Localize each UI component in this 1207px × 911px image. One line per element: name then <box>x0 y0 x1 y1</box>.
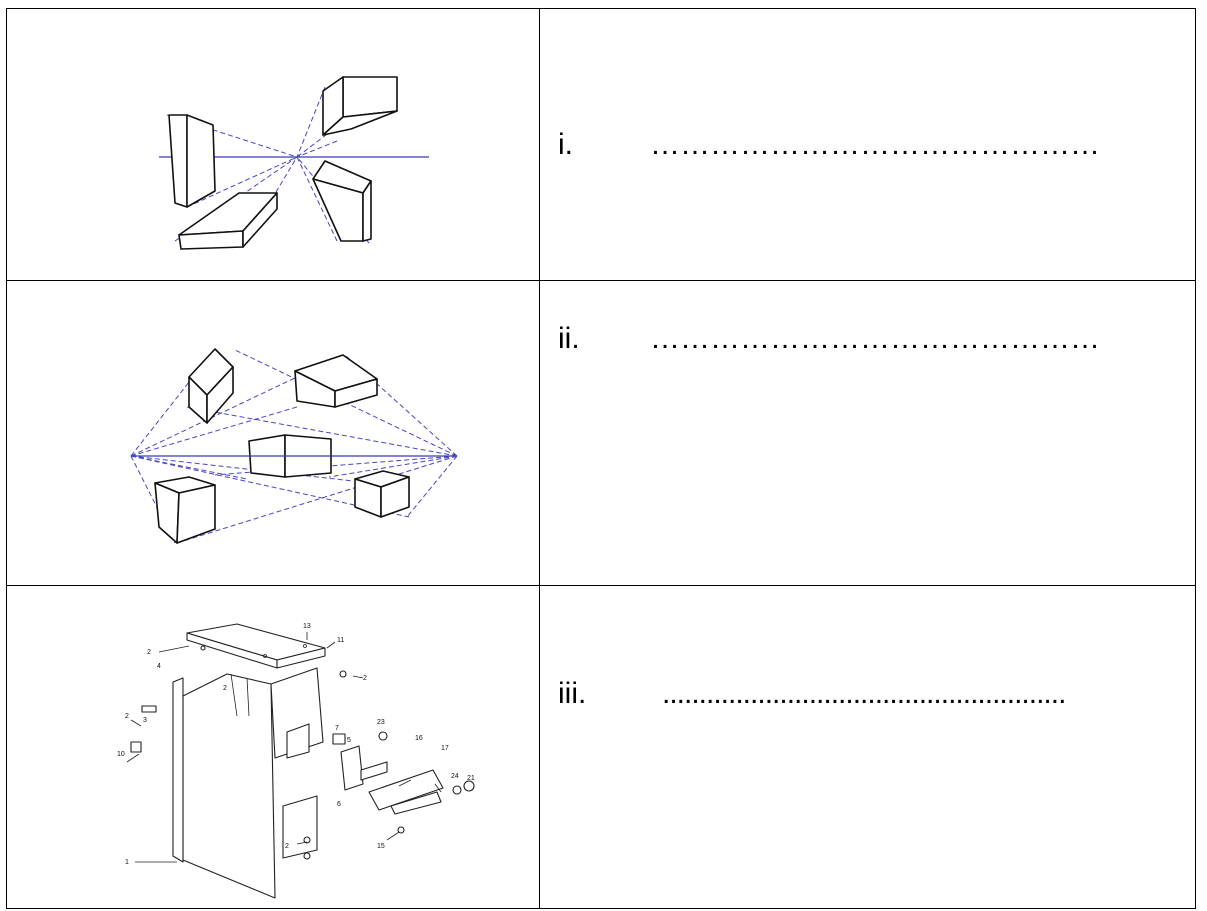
callout-2c: 2 <box>363 675 367 682</box>
bottom-right-box <box>312 160 372 242</box>
callout-21: 21 <box>467 775 475 782</box>
answer-blank[interactable]: ........................................… <box>662 677 1066 710</box>
table-row: ii. ……………………………………… <box>6 280 1196 586</box>
answer-blank[interactable]: ……………………………………… <box>650 322 1100 355</box>
two-point-perspective-figure <box>6 280 540 586</box>
callout-labels: 2 13 11 4 2 2 2 3 7 5 23 16 17 10 6 24 2 <box>117 623 475 866</box>
callout-6: 6 <box>337 801 341 808</box>
answer-cell: iii. ...................................… <box>539 585 1196 909</box>
callout-17: 17 <box>441 745 449 752</box>
exploded-view-figure: 2 13 11 4 2 2 2 3 7 5 23 16 17 10 6 24 2 <box>6 585 540 909</box>
lid-panel <box>186 623 326 669</box>
table-row: 2 13 11 4 2 2 2 3 7 5 23 16 17 10 6 24 2 <box>6 585 1196 909</box>
two-point-perspective-drawing <box>130 348 458 544</box>
answer-blank[interactable]: ……………………………………… <box>650 128 1100 161</box>
bottom-box <box>178 192 278 250</box>
callout-3: 3 <box>143 717 147 724</box>
bottom-right-box <box>354 470 410 518</box>
answer-row: iii. ...................................… <box>540 676 1195 716</box>
leader-lines <box>130 632 442 863</box>
callout-2d: 2 <box>125 713 129 720</box>
exploded-view-drawing: 2 13 11 4 2 2 2 3 7 5 23 16 17 10 6 24 2 <box>117 623 475 899</box>
callout-2e: 2 <box>285 843 289 850</box>
bottom-left-box <box>154 476 216 544</box>
callout-2b: 2 <box>223 685 227 692</box>
callout-11: 11 <box>337 637 344 644</box>
small-parts <box>126 645 475 860</box>
cabinet-body <box>172 667 324 899</box>
table-row: i. ……………………………………… <box>6 8 1196 281</box>
center-box <box>248 434 332 478</box>
callout-5: 5 <box>347 737 351 744</box>
top-left-box <box>188 348 234 424</box>
callout-1: 1 <box>125 859 129 866</box>
one-point-perspective-figure <box>6 8 540 281</box>
left-box <box>168 114 216 208</box>
callout-13: 13 <box>303 623 311 630</box>
question-number: ii. <box>558 322 580 355</box>
answer-row: i. ……………………………………… <box>540 127 1195 167</box>
callout-2a: 2 <box>147 649 151 656</box>
callout-7: 7 <box>335 725 339 732</box>
answer-row: ii. ……………………………………… <box>540 321 1195 361</box>
one-point-perspective-drawing <box>159 76 429 250</box>
callout-4: 4 <box>157 663 161 670</box>
question-number: i. <box>558 128 573 161</box>
callout-24: 24 <box>451 773 459 780</box>
top-right-box <box>322 76 398 136</box>
answer-cell: i. ……………………………………… <box>539 8 1196 281</box>
top-right-box <box>294 354 378 408</box>
answer-cell: ii. ……………………………………… <box>539 280 1196 586</box>
callout-16: 16 <box>415 735 423 742</box>
callout-15: 15 <box>377 843 385 850</box>
question-number: iii. <box>558 677 587 710</box>
perspective-question-table: i. ……………………………………… <box>6 8 1196 909</box>
callout-23: 23 <box>377 719 385 726</box>
callout-10: 10 <box>117 751 125 758</box>
